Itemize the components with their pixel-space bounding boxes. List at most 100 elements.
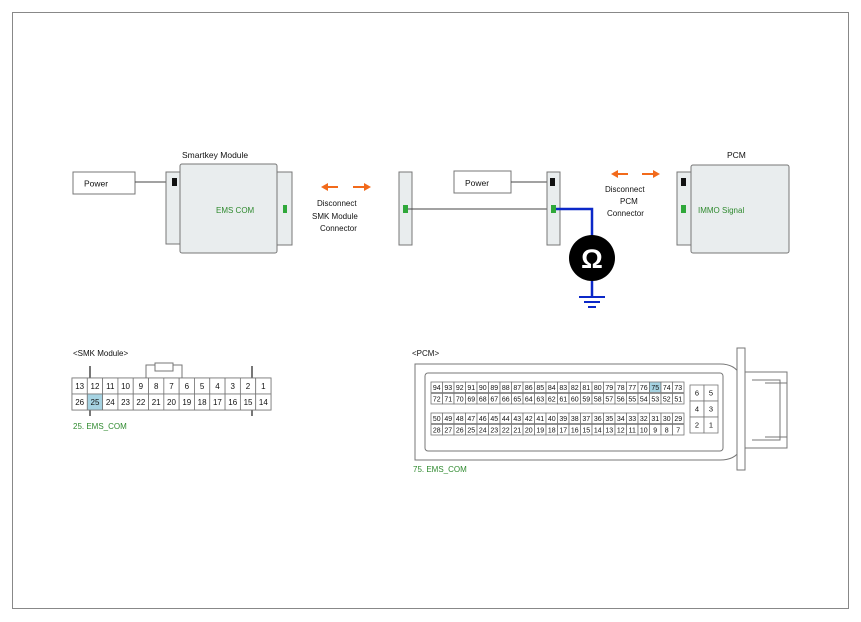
pin-number: 10 <box>640 427 648 434</box>
pcm-immo-pin <box>681 205 686 213</box>
pin-cell <box>672 424 685 436</box>
pin-number: 42 <box>525 416 533 423</box>
pin-number: 12 <box>91 382 100 391</box>
pin-number: 4 <box>695 405 699 414</box>
pin-number: 15 <box>582 427 590 434</box>
pin-number: 48 <box>456 416 464 423</box>
smk-latch-inner <box>154 362 174 372</box>
pin-number: 65 <box>513 396 521 403</box>
pin-number: 83 <box>559 385 567 392</box>
meter-probe-wire <box>556 207 594 242</box>
pin-number: 3 <box>709 405 713 414</box>
pin-number: 5 <box>709 389 713 398</box>
pin-number: 93 <box>444 385 452 392</box>
pin-number: 24 <box>479 427 487 434</box>
ohm-symbol: Ω <box>581 244 603 274</box>
pin-number: 9 <box>139 382 144 391</box>
pin-number: 73 <box>674 385 682 392</box>
ems-com-label: EMS COM <box>216 206 255 215</box>
pin-number: 16 <box>228 398 237 407</box>
pin-number: 15 <box>244 398 253 407</box>
pin-number: 13 <box>605 427 613 434</box>
pin-number: 94 <box>433 385 441 392</box>
pin-number: 40 <box>548 416 556 423</box>
pin-number: 25 <box>467 427 475 434</box>
disconnect-smk-line1: Disconnect <box>317 199 357 208</box>
pin-number: 16 <box>571 427 579 434</box>
pcm-module-box <box>690 164 790 254</box>
pin-number: 44 <box>502 416 510 423</box>
pin-number: 84 <box>548 385 556 392</box>
pin-number: 19 <box>182 398 191 407</box>
disconnect-pcm-line3: Connector <box>607 209 644 218</box>
smk-caption: 25. EMS_COM <box>73 422 127 431</box>
pin-number: 52 <box>663 396 671 403</box>
double-arrow-icon <box>321 183 371 191</box>
pin-number: 87 <box>513 385 521 392</box>
pin-number: 6 <box>695 389 699 398</box>
pin-number: 18 <box>198 398 207 407</box>
pin-number: 28 <box>433 427 441 434</box>
pin-number: 54 <box>640 396 648 403</box>
pin-number: 59 <box>582 396 590 403</box>
pin-number: 58 <box>594 396 602 403</box>
pcm-caption: 75. EMS_COM <box>413 465 467 474</box>
pin-number: 49 <box>444 416 452 423</box>
pin-number: 6 <box>185 382 190 391</box>
harness-power-pin <box>550 178 555 186</box>
pcm-power-pin <box>681 178 686 186</box>
pin-number: 1 <box>261 382 266 391</box>
pin-number: 26 <box>75 398 84 407</box>
pin-cell <box>672 393 685 405</box>
pin-number: 86 <box>525 385 533 392</box>
pin-number: 51 <box>674 396 682 403</box>
pin-number: 72 <box>433 396 441 403</box>
pin-number: 80 <box>594 385 602 392</box>
pin-number: 64 <box>525 396 533 403</box>
pin-number: 29 <box>674 416 682 423</box>
outer-frame <box>12 12 849 609</box>
pin-number: 14 <box>259 398 268 407</box>
pin-number: 43 <box>513 416 521 423</box>
immo-signal-label: IMMO Signal <box>698 206 744 215</box>
pin-number: 35 <box>605 416 613 423</box>
pin-number: 3 <box>231 382 236 391</box>
pcm-housing-inner <box>424 372 724 452</box>
pin-number: 22 <box>502 427 510 434</box>
pin-number: 92 <box>456 385 464 392</box>
pin-number: 10 <box>121 382 130 391</box>
pin-number: 21 <box>152 398 161 407</box>
pin-cell <box>672 381 685 393</box>
pin-number: 90 <box>479 385 487 392</box>
smk-connector-title: <SMK Module> <box>73 349 128 358</box>
pin-number: 9 <box>653 427 657 434</box>
smk-ems-pin <box>283 205 287 213</box>
pin-number: 38 <box>571 416 579 423</box>
disconnect-smk-line2: SMK Module <box>312 212 358 221</box>
pin-number: 70 <box>456 396 464 403</box>
smk-module-title: Smartkey Module <box>182 150 248 160</box>
pin-number: 36 <box>594 416 602 423</box>
pin-number: 19 <box>536 427 544 434</box>
pin-number: 88 <box>502 385 510 392</box>
pin-number: 2 <box>246 382 251 391</box>
pin-cell <box>703 416 719 434</box>
pcm-housing-lever <box>745 371 788 449</box>
pin-number: 2 <box>695 421 699 430</box>
pin-number: 76 <box>640 385 648 392</box>
disconnect-smk-line3: Connector <box>320 224 357 233</box>
pin-number: 33 <box>628 416 636 423</box>
pin-cell <box>672 412 685 424</box>
pcm-title: PCM <box>727 150 746 160</box>
pin-number: 24 <box>106 398 115 407</box>
pin-number: 17 <box>559 427 567 434</box>
pin-number: 11 <box>629 427 636 434</box>
pin-number: 31 <box>651 416 659 423</box>
pin-number: 82 <box>571 385 579 392</box>
pin-number: 91 <box>467 385 475 392</box>
pin-number: 81 <box>582 385 590 392</box>
harness-pin-left <box>403 205 408 213</box>
disconnect-pcm-line2: PCM <box>620 197 638 206</box>
